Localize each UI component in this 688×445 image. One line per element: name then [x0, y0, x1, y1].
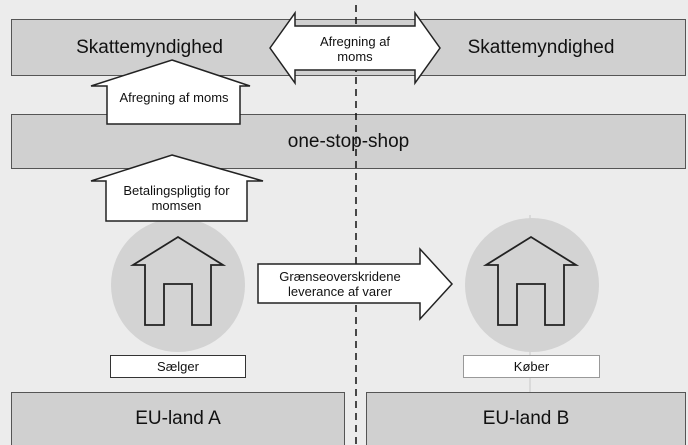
- up-arrow-1-label: Afregning af moms: [119, 89, 229, 105]
- up-arrow-2-icon: [90, 154, 264, 222]
- seller-label-box: Sælger: [110, 355, 246, 378]
- delivery-arrow-label-line1: Grænseoverskridene: [279, 269, 401, 284]
- up-arrow-2-label-line1: Betalingspligtig for: [123, 183, 230, 198]
- up-arrow-1-icon: [90, 59, 251, 125]
- delivery-arrow-label-line2: leverance af varer: [287, 284, 393, 299]
- top-arrow-label-line1: Afregning af: [319, 34, 391, 49]
- seller-house-icon: [129, 235, 227, 326]
- up-arrow-2-label-line2: momsen: [151, 198, 202, 213]
- top-arrow-label-line2: moms: [337, 49, 373, 64]
- eu-land-a-label: EU-land A: [135, 408, 221, 429]
- one-stop-shop-label: one-stop-shop: [287, 130, 410, 152]
- eu-land-b-label: EU-land B: [482, 408, 570, 429]
- top-bar-left-label: Skattemyndighed: [76, 36, 223, 58]
- eu-land-b-bar: EU-land B: [366, 392, 686, 445]
- delivery-arrow-label: Grænseoverskridene leverance af varer: [260, 267, 420, 301]
- seller-label: Sælger: [157, 359, 199, 374]
- up-arrow-2-label: Betalingspligtig for momsen: [106, 181, 247, 215]
- top-bar-right-label: Skattemyndighed: [467, 36, 615, 58]
- buyer-label-box: Køber: [463, 355, 600, 378]
- top-arrow-label: Afregning af moms: [300, 33, 410, 65]
- right-arrow-icon: [257, 247, 454, 321]
- double-arrow-icon: [269, 10, 441, 86]
- eu-land-a-bar: EU-land A: [11, 392, 345, 445]
- buyer-house-icon: [482, 235, 580, 326]
- buyer-label: Køber: [513, 359, 550, 374]
